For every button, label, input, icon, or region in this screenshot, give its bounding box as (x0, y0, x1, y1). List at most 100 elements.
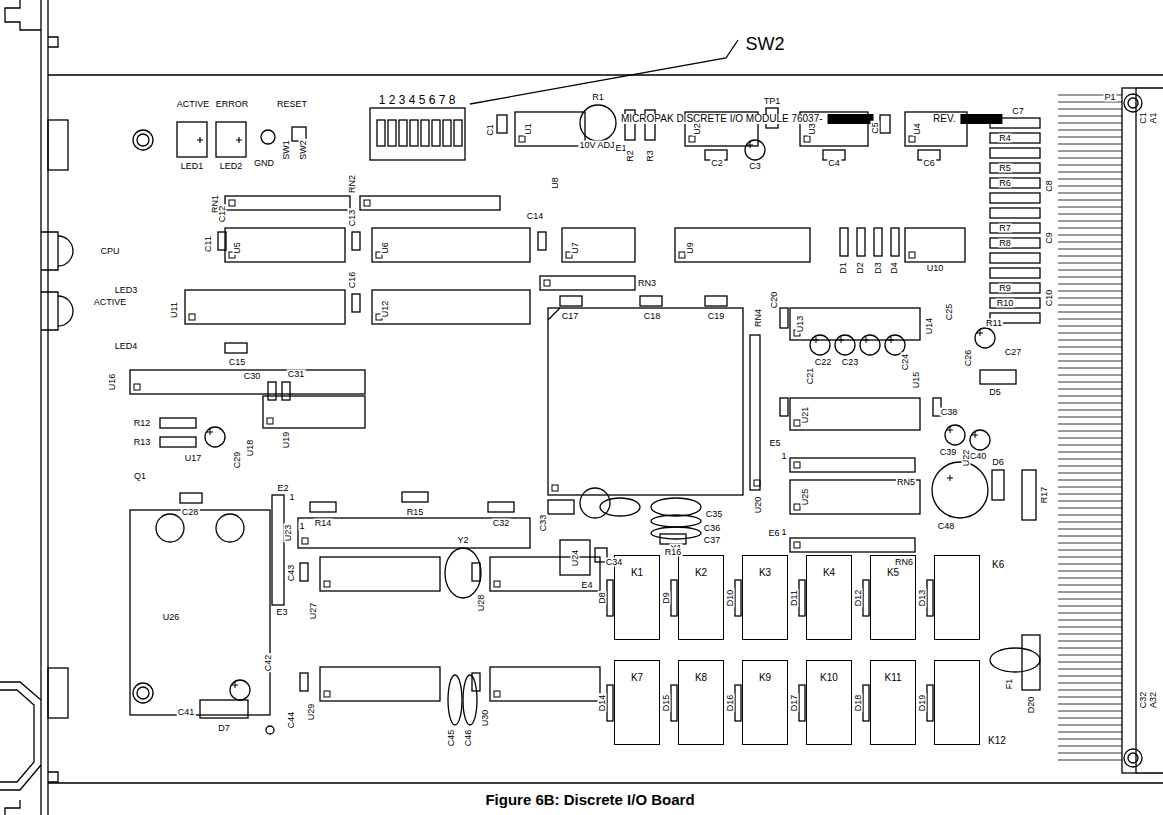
component-outline (421, 120, 429, 146)
component-outline (320, 557, 440, 591)
part-label: U21 (801, 406, 810, 425)
connector-pin (1058, 186, 1122, 187)
component-outline (515, 112, 585, 146)
connector-pin (1058, 508, 1122, 509)
round-component (945, 425, 965, 445)
part-label: C4 (827, 159, 841, 168)
diode-body (607, 580, 613, 616)
part-label: E3 (275, 608, 288, 617)
connector-pin (1058, 256, 1122, 257)
pin-one-marker (552, 485, 558, 491)
part-label: U30 (481, 709, 490, 728)
connector-pin (1058, 683, 1122, 684)
pin-one-marker (544, 280, 550, 286)
part-label: C29 (233, 451, 242, 470)
component-outline (388, 120, 396, 146)
pin-one-marker (494, 581, 500, 587)
component-outline (300, 563, 308, 581)
blank-field (960, 114, 1002, 124)
connector-pin (1058, 326, 1122, 327)
component-outline (272, 495, 284, 605)
crystal-or-fuse (651, 498, 701, 516)
connector-pin (1058, 627, 1122, 628)
relay-label: K8 (694, 673, 708, 683)
component-outline (443, 120, 451, 146)
part-label: U28 (477, 594, 486, 613)
round-component (745, 140, 765, 160)
part-label: RESET (276, 100, 308, 109)
round-component (835, 335, 855, 355)
connector-pin (1058, 375, 1122, 376)
polarity-mark (888, 337, 894, 343)
crystal-or-fuse (448, 675, 462, 725)
connector-pin (1058, 116, 1122, 117)
round-component (580, 105, 616, 141)
component-outlines (130, 105, 1040, 740)
connector-pin (1058, 711, 1122, 712)
part-label: C7 (1011, 107, 1025, 116)
connector-pin (1058, 319, 1122, 320)
crystal-or-fuse (463, 675, 477, 725)
part-label: C48 (937, 522, 956, 531)
part-label: 10V ADJ (578, 141, 615, 150)
part-label: C1 (486, 123, 495, 137)
pin-one-marker (324, 691, 330, 697)
board-outline (48, 75, 1163, 783)
connector-pin (1058, 305, 1122, 306)
part-label: D20 (1027, 696, 1036, 715)
part-label: U11 (170, 301, 179, 319)
part-label: C39 (939, 448, 958, 457)
part-label: R11 (985, 319, 1003, 328)
connector-pin (1058, 494, 1122, 495)
connector-pin (1058, 599, 1122, 600)
part-label: U24 (571, 549, 580, 568)
component-outline (370, 108, 465, 160)
component-outline (891, 228, 899, 256)
part-label: R3 (646, 149, 655, 163)
part-label: ACTIVE (176, 100, 211, 109)
pin-one-marker (794, 462, 800, 468)
part-label: C9 (1045, 231, 1054, 245)
connector-pin (1058, 529, 1122, 530)
leader-line (470, 40, 738, 104)
part-label: R15 (406, 508, 425, 517)
part-label: 1 (298, 522, 305, 531)
connector-pin (1058, 445, 1122, 446)
connector-pin (1058, 249, 1122, 250)
part-label: U4 (913, 122, 922, 136)
part-label: C36 (703, 524, 722, 533)
component-outline (399, 120, 407, 146)
component-outline (640, 296, 662, 306)
diode-body (799, 685, 805, 721)
part-label: E5 (768, 439, 781, 448)
component-outline (990, 223, 1040, 233)
round-component (975, 328, 995, 348)
connector-pin (1058, 634, 1122, 635)
connector-pin (1058, 753, 1122, 754)
component-outline (540, 276, 635, 290)
connector-pin (1058, 298, 1122, 299)
part-label: C46 (464, 729, 473, 748)
relay-box: K5 (870, 555, 916, 640)
crystal-or-fuse (651, 527, 701, 539)
component-outline (268, 382, 276, 400)
relay-box: K2 (678, 555, 724, 640)
part-label: GND (253, 159, 275, 168)
connector-pin (1058, 662, 1122, 663)
connector-pin (1058, 613, 1122, 614)
pin-one-marker (189, 314, 195, 320)
part-label: D5 (988, 388, 1002, 397)
connector-pin (1058, 739, 1122, 740)
connector-pin (1058, 557, 1122, 558)
relay-label: K7 (630, 673, 644, 683)
relay-box: K8 (678, 660, 724, 745)
part-label: U22 (962, 449, 971, 468)
connector-pin (1058, 473, 1122, 474)
part-label: D1 (839, 261, 848, 275)
connector-pin (1058, 277, 1122, 278)
component-outline (857, 228, 865, 256)
component-outline (497, 115, 507, 133)
part-label: U12 (381, 300, 390, 319)
part-label: RN5 (896, 478, 916, 487)
connector-pin (1058, 760, 1122, 761)
